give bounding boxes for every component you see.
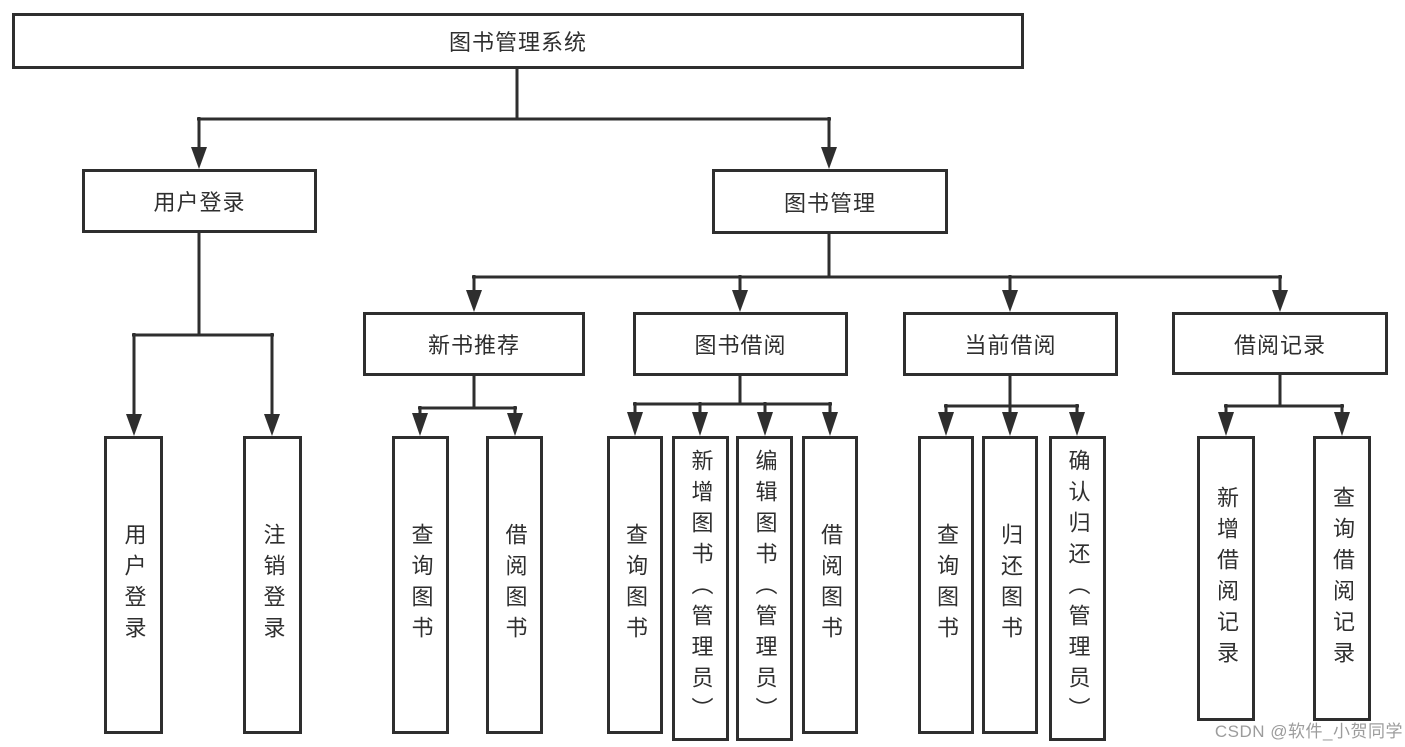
leaf-query-books-current: 查询图书	[918, 436, 974, 734]
node-book-management-label: 图书管理	[783, 190, 876, 216]
node-book-management: 图书管理	[712, 169, 948, 234]
node-new-book-recommend: 新书推荐	[363, 312, 585, 376]
leaf-confirm-return-admin-label: 确认归还（管理员）	[1065, 449, 1091, 728]
leaf-logout-label: 注销登录	[260, 523, 286, 647]
leaf-user-login-label: 用户登录	[121, 523, 147, 647]
leaf-query-books-current-label: 查询图书	[934, 523, 959, 647]
leaf-query-borrow-record: 查询借阅记录	[1313, 436, 1371, 721]
node-current-borrow: 当前借阅	[903, 312, 1118, 376]
node-borrow-records-label: 借阅记录	[1233, 332, 1326, 358]
leaf-user-login: 用户登录	[104, 436, 163, 734]
leaf-borrow-books-recommend: 借阅图书	[486, 436, 543, 734]
leaf-edit-book-admin-label: 编辑图书（管理员）	[752, 449, 778, 728]
leaf-add-book-admin: 新增图书（管理员）	[672, 436, 729, 741]
node-book-borrow: 图书借阅	[633, 312, 848, 376]
leaf-edit-book-admin: 编辑图书（管理员）	[736, 436, 793, 741]
leaf-borrow-books-label: 借阅图书	[818, 523, 843, 647]
node-root-label: 图书管理系统	[448, 30, 587, 55]
node-new-book-recommend-label: 新书推荐	[427, 333, 520, 358]
leaf-query-books-recommend-label: 查询图书	[408, 523, 434, 647]
node-root: 图书管理系统	[12, 13, 1024, 69]
node-user-login-label: 用户登录	[153, 190, 246, 215]
leaf-borrow-books-recommend-label: 借阅图书	[502, 523, 528, 647]
leaf-add-borrow-record-label: 新增借阅记录	[1214, 485, 1239, 672]
leaf-query-books-recommend: 查询图书	[392, 436, 449, 734]
leaf-add-book-admin-label: 新增图书（管理员）	[688, 449, 714, 728]
leaf-return-book: 归还图书	[982, 436, 1038, 734]
leaf-query-books-borrow-label: 查询图书	[623, 523, 648, 647]
leaf-borrow-books: 借阅图书	[802, 436, 858, 734]
leaf-return-book-label: 归还图书	[998, 523, 1023, 647]
leaf-add-borrow-record: 新增借阅记录	[1197, 436, 1255, 721]
leaf-query-borrow-record-label: 查询借阅记录	[1330, 485, 1355, 672]
node-book-borrow-label: 图书借阅	[694, 333, 787, 358]
leaf-confirm-return-admin: 确认归还（管理员）	[1049, 436, 1106, 741]
node-current-borrow-label: 当前借阅	[964, 333, 1057, 358]
node-borrow-records: 借阅记录	[1172, 312, 1388, 375]
watermark: CSDN @软件_小贺同学	[1214, 722, 1403, 741]
node-user-login: 用户登录	[82, 169, 317, 233]
leaf-query-books-borrow: 查询图书	[607, 436, 663, 734]
leaf-logout: 注销登录	[243, 436, 302, 734]
